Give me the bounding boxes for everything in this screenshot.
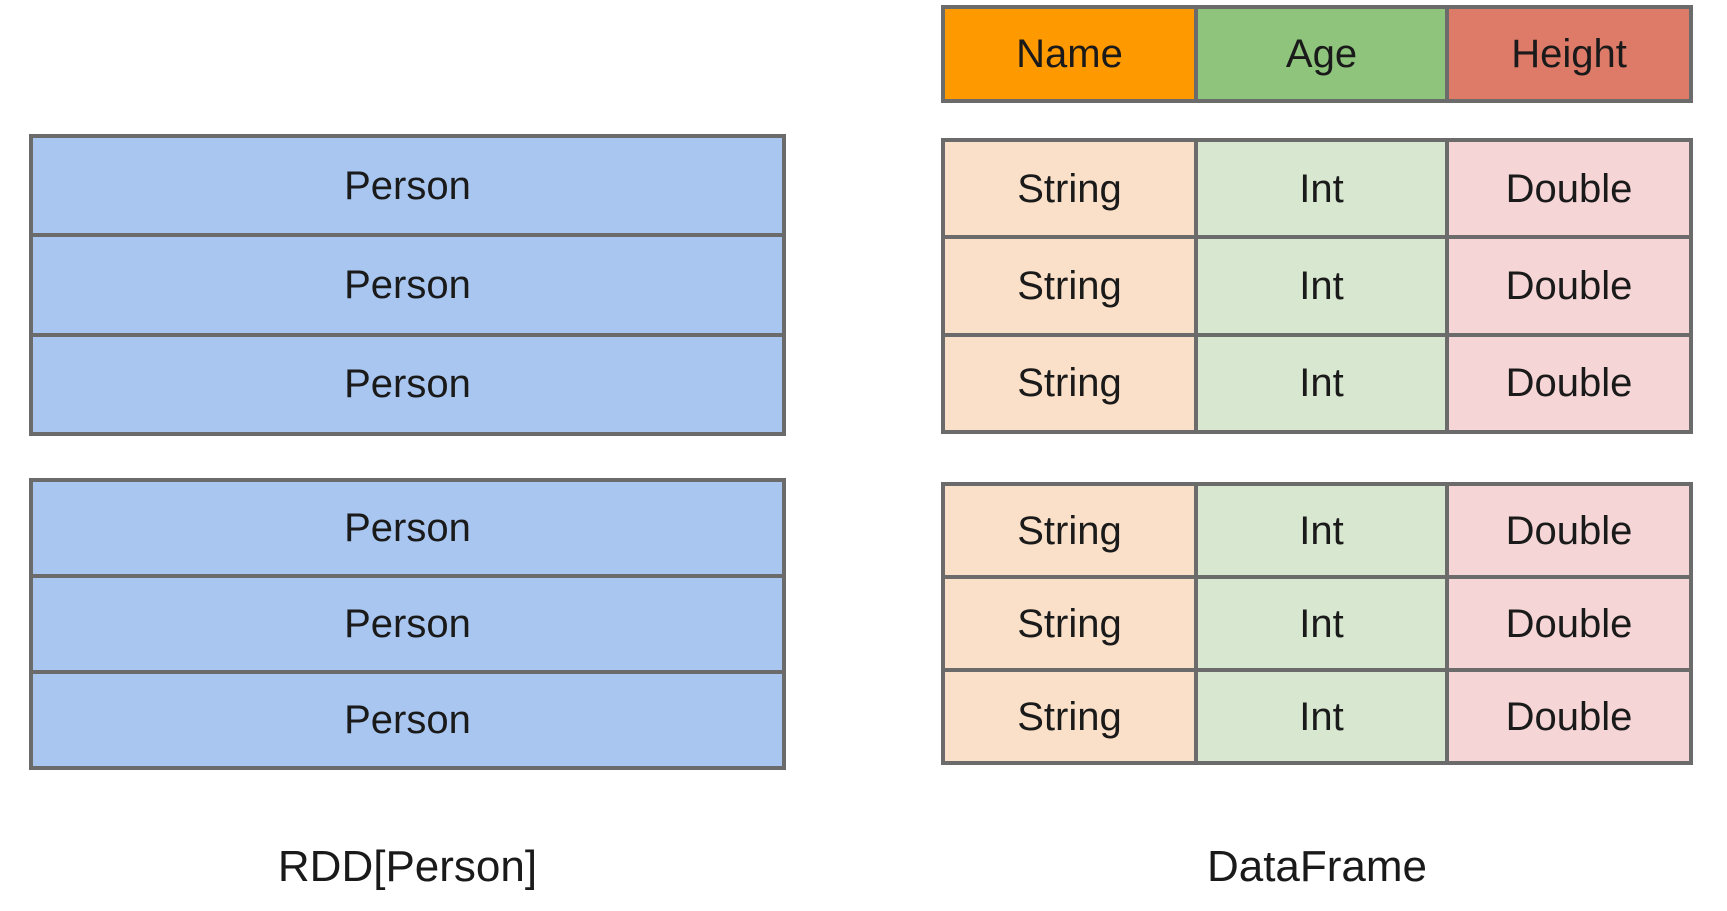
dataframe-row: String Int Double <box>945 235 1689 333</box>
dataframe-cell-height: Double <box>1445 486 1689 575</box>
dataframe-cell-name: String <box>945 672 1194 761</box>
dataframe-cell-age: Int <box>1194 336 1445 430</box>
column-header-name: Name <box>945 9 1194 99</box>
dataframe-cell-age: Int <box>1194 579 1445 668</box>
rdd-partition-1: Person Person Person <box>29 134 786 436</box>
dataframe-cell-name: String <box>945 486 1194 575</box>
dataframe-row: String Int Double <box>945 332 1689 430</box>
dataframe-cell-height: Double <box>1445 336 1689 430</box>
dataframe-cell-height: Double <box>1445 579 1689 668</box>
dataframe-cell-age: Int <box>1194 672 1445 761</box>
dataframe-cell-name: String <box>945 579 1194 668</box>
dataframe-cell-height: Double <box>1445 142 1689 236</box>
dataframe-caption: DataFrame <box>1206 842 1428 891</box>
dataframe-cell-height: Double <box>1445 672 1689 761</box>
dataframe-row: String Int Double <box>945 668 1689 761</box>
dataframe-cell-name: String <box>945 142 1194 236</box>
rdd-record: Person <box>33 138 782 234</box>
rdd-record: Person <box>33 233 782 333</box>
dataframe-row: String Int Double <box>945 142 1689 236</box>
dataframe-cell-age: Int <box>1194 142 1445 236</box>
rdd-record: Person <box>33 670 782 766</box>
dataframe-partition-2: String Int Double String Int Double Stri… <box>941 482 1693 765</box>
rdd-partition-2: Person Person Person <box>29 478 786 770</box>
rdd-record: Person <box>33 574 782 670</box>
dataframe-cell-age: Int <box>1194 239 1445 333</box>
dataframe-cell-name: String <box>945 239 1194 333</box>
dataframe-cell-height: Double <box>1445 239 1689 333</box>
dataframe-row: String Int Double <box>945 486 1689 575</box>
column-header-age: Age <box>1194 9 1445 99</box>
dataframe-schema-header: Name Age Height <box>941 5 1693 103</box>
column-header-height: Height <box>1445 9 1689 99</box>
rdd-caption: RDD[Person] <box>277 842 538 891</box>
dataframe-partition-1: String Int Double String Int Double Stri… <box>941 138 1693 434</box>
dataframe-cell-age: Int <box>1194 486 1445 575</box>
dataframe-header-row: Name Age Height <box>945 9 1689 99</box>
rdd-record: Person <box>33 332 782 432</box>
dataframe-row: String Int Double <box>945 575 1689 668</box>
rdd-record: Person <box>33 482 782 574</box>
dataframe-cell-name: String <box>945 336 1194 430</box>
